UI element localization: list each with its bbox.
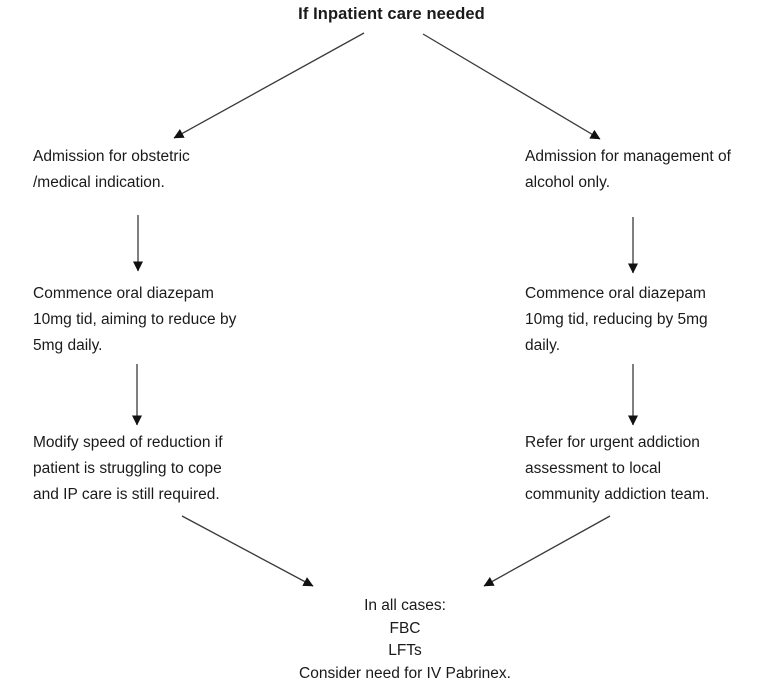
right-step-admission: Admission for management of alcohol only… bbox=[525, 144, 731, 196]
footer-all-cases: In all cases: FBC LFTs Consider need for… bbox=[215, 595, 595, 685]
right-step-diazepam: Commence oral diazepam 10mg tid, reducin… bbox=[525, 281, 708, 359]
arrow-right-to-footer bbox=[483, 515, 611, 587]
arrow-left-to-footer bbox=[181, 515, 314, 587]
text-line: and IP care is still required. bbox=[33, 486, 220, 503]
left-step-admission: Admission for obstetric /medical indicat… bbox=[33, 144, 190, 196]
text-line: Refer for urgent addiction bbox=[525, 434, 700, 451]
text-line: /medical indication. bbox=[33, 174, 165, 191]
left-step-diazepam: Commence oral diazepam 10mg tid, aiming … bbox=[33, 281, 236, 359]
arrow-title-to-right bbox=[422, 33, 601, 140]
text-line: patient is struggling to cope bbox=[33, 460, 222, 477]
text-line: In all cases: bbox=[364, 597, 446, 614]
arrow-title-to-left bbox=[173, 32, 365, 139]
text-line: Modify speed of reduction if bbox=[33, 434, 223, 451]
text-line: 5mg daily. bbox=[33, 337, 103, 354]
right-step-refer-addiction: Refer for urgent addiction assessment to… bbox=[525, 430, 709, 508]
text-line: daily. bbox=[525, 337, 561, 354]
text-line: community addiction team. bbox=[525, 486, 710, 503]
left-step-modify-reduction: Modify speed of reduction if patient is … bbox=[33, 430, 223, 508]
text-line: Commence oral diazepam bbox=[525, 285, 706, 302]
text-line: alcohol only. bbox=[525, 174, 611, 191]
text-line: FBC bbox=[389, 619, 421, 637]
text-line: assessment to local bbox=[525, 460, 662, 477]
text-line: 10mg tid, aiming to reduce by bbox=[33, 311, 237, 328]
text-line: Consider need for IV Pabrinex. bbox=[299, 664, 511, 682]
text-line: Admission for obstetric bbox=[33, 148, 190, 165]
text-line: Commence oral diazepam bbox=[33, 285, 214, 302]
flowchart-title: If Inpatient care needed bbox=[298, 5, 485, 23]
text-line: Admission for management of bbox=[525, 148, 731, 165]
text-line: 10mg tid, reducing by 5mg bbox=[525, 311, 708, 328]
text-line: LFTs bbox=[388, 642, 422, 659]
